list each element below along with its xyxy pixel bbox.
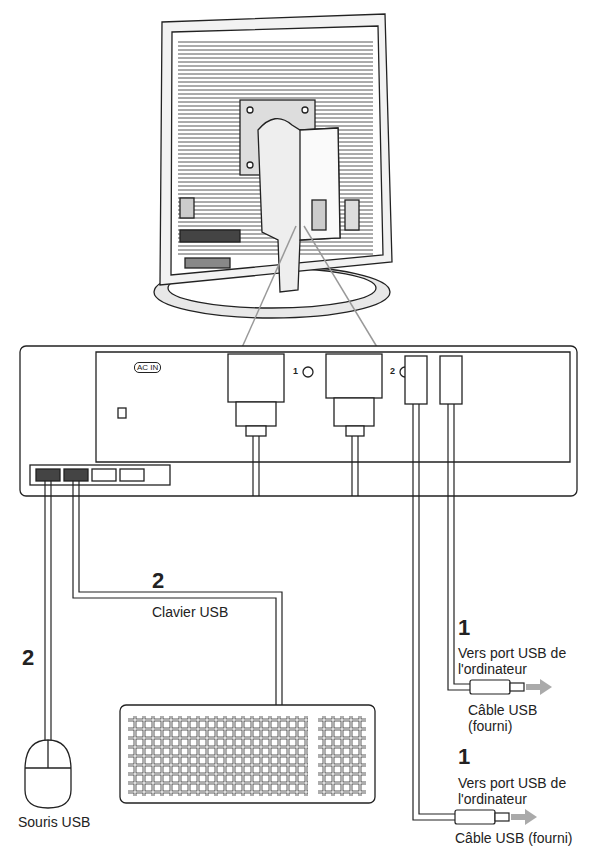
cable-label: Câble USB (fourni) xyxy=(468,702,583,734)
cable-label: Câble USB (fourni) xyxy=(455,830,573,846)
callout-number: 2 xyxy=(152,568,164,593)
device-label: Souris USB xyxy=(18,814,90,830)
device-label: Clavier USB xyxy=(152,604,228,620)
cable-destination: Vers port USB de l'ordinateur xyxy=(458,775,586,807)
callout-number: 2 xyxy=(22,645,34,670)
connector-panel xyxy=(20,346,577,496)
port-number: 2 xyxy=(390,366,395,376)
callout-number: 1 xyxy=(458,615,470,640)
usb-mouse xyxy=(25,740,71,808)
port-number: 1 xyxy=(293,366,298,376)
connector-label: AC IN xyxy=(134,362,161,373)
cable-destination: Vers port USB de l'ordinateur xyxy=(458,645,586,677)
usb-keyboard xyxy=(120,705,375,803)
callout-number: 1 xyxy=(458,744,470,769)
monitor xyxy=(154,14,392,318)
